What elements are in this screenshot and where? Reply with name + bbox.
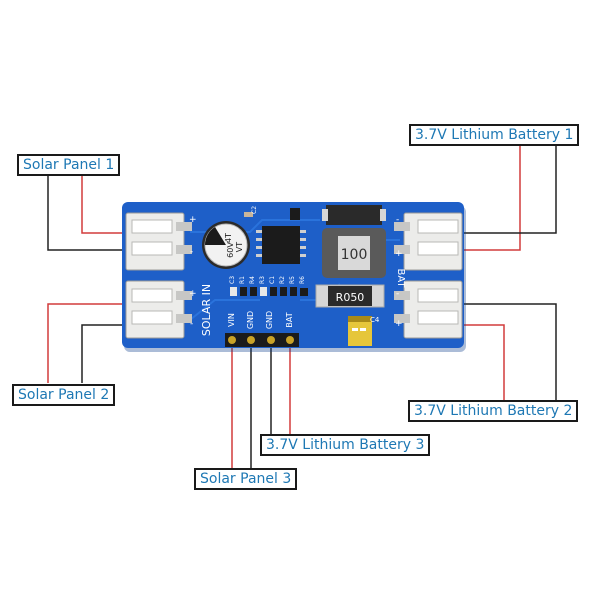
pin-header (225, 333, 299, 347)
connector-solar-2 (125, 280, 192, 339)
silkscreen: SOLAR IN BAT VIN GND GND BAT C2 C3 R1 R4… (189, 206, 406, 336)
capacitor-marking-1: 4T (224, 233, 233, 243)
connector-battery-1 (394, 212, 463, 271)
solar-panel-1-label: Solar Panel 1 (17, 154, 121, 176)
pin-bat (286, 336, 294, 344)
pcb-board: 4T 60V VT 100 (122, 202, 466, 352)
solar-panel-3-label: Solar Panel 3 (194, 468, 298, 490)
silk-r6: R6 (299, 276, 306, 284)
silk-minus-right-2: - (396, 289, 399, 299)
smd-resistor-row (230, 287, 308, 296)
connector-battery-2 (394, 280, 463, 339)
pin-gnd-1 (247, 336, 255, 344)
silk-r2: R2 (279, 276, 286, 284)
capacitor-marking-2: 60V (226, 242, 235, 258)
capacitor-marking-3: VT (235, 242, 244, 252)
silk-c1: C1 (269, 276, 276, 284)
silk-plus-right-1: + (395, 249, 403, 259)
silk-c2: C2 (251, 206, 258, 214)
silk-minus-left-1: - (190, 247, 193, 257)
wire-bat2-black (440, 303, 557, 400)
bat-label: BAT (395, 268, 406, 288)
inductor: 100 (322, 228, 386, 278)
inductor-marking: 100 (341, 247, 368, 263)
connector-solar-1 (125, 212, 192, 271)
resistor-marking: R050 (336, 291, 365, 304)
solar-panel-2-label: Solar Panel 2 (12, 384, 116, 406)
tantalum-capacitor (348, 316, 372, 346)
silk-minus-left-2: - (190, 319, 193, 329)
wire-sp2-red (47, 303, 140, 383)
sense-resistor: R050 (315, 284, 385, 308)
silk-minus-right-1: - (396, 215, 399, 225)
smd-c2 (244, 212, 253, 217)
pin-vin (228, 336, 236, 344)
battery-3-label: 3.7V Lithium Battery 3 (260, 434, 431, 456)
ic-chip (256, 226, 306, 264)
silk-c4: C4 (370, 316, 380, 324)
silk-plus-left-2: + (189, 289, 197, 299)
pin-label-bat: BAT (285, 312, 294, 327)
solar-in-label: SOLAR IN (200, 284, 213, 336)
silk-r1: R1 (239, 276, 246, 284)
wire-sp1-black (47, 176, 140, 251)
silk-plus-right-2: + (395, 319, 403, 329)
pin-gnd-2 (267, 336, 275, 344)
silk-plus-left-1: + (189, 215, 197, 225)
silk-r5: R5 (289, 276, 296, 284)
wire-sp2-black (81, 324, 140, 383)
wire-sp1-red (81, 176, 140, 234)
silk-r3: R3 (259, 276, 266, 284)
silk-c3: C3 (229, 276, 236, 284)
pin-label-gnd-1: GND (246, 311, 255, 329)
smd-diode (290, 208, 300, 220)
battery-2-label: 3.7V Lithium Battery 2 (408, 400, 579, 422)
silk-r4: R4 (249, 276, 256, 284)
pin-label-vin: VIN (227, 313, 236, 327)
wire-bat1-black (440, 145, 557, 234)
wires (47, 145, 557, 470)
electrolytic-capacitor: 4T 60V VT (202, 221, 250, 269)
wire-bat1-red (440, 145, 521, 251)
battery-1-label: 3.7V Lithium Battery 1 (409, 124, 580, 146)
pin-label-gnd-2: GND (265, 311, 274, 329)
schottky-diode (322, 205, 386, 225)
